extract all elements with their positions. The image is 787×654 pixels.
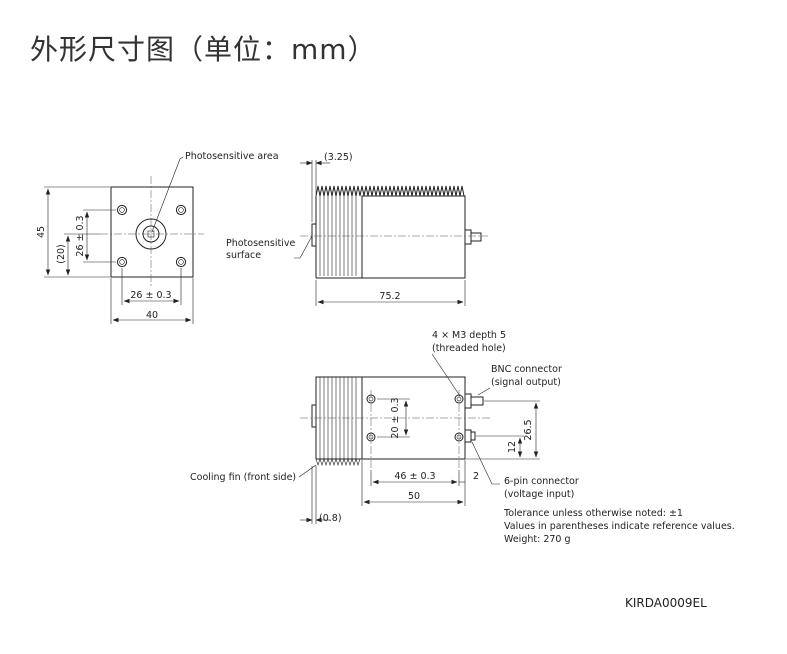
dim-pitch-h-46: 46 ± 0.3	[394, 471, 435, 482]
side-bnc-connector	[464, 229, 472, 245]
note-weight: Weight: 270 g	[504, 534, 571, 545]
side-top-fins	[315, 185, 465, 197]
dim-pitch-h-26: 26 ± 0.3	[130, 290, 171, 301]
label-threaded-hole-2: (threaded hole)	[432, 343, 506, 354]
rear-view: 4 × M3 depth 5 (threaded hole) BNC conne…	[190, 330, 579, 524]
dim-fin-0-8: (0.8)	[319, 513, 342, 524]
label-6pin-1: 6-pin connector	[504, 476, 579, 487]
label-bnc-2: (signal output)	[491, 377, 561, 388]
note-tolerance: Tolerance unless otherwise noted: ±1	[503, 508, 683, 519]
label-threaded-hole-1: 4 × M3 depth 5	[432, 330, 506, 341]
dim-26-5: 26.5	[523, 419, 534, 440]
side-body-outline	[361, 195, 466, 279]
label-photosensitive-surface-2: surface	[226, 250, 261, 261]
label-photosensitive-surface-1: Photosensitive	[226, 238, 295, 249]
rear-6pin-connector	[464, 429, 476, 443]
label-bnc-1: BNC connector	[491, 364, 562, 375]
dim-2: 2	[473, 471, 479, 482]
dim-12: 12	[507, 441, 518, 453]
dim-offset-3-25: (3.25)	[324, 152, 353, 163]
label-photosensitive-area: Photosensitive area	[185, 151, 279, 162]
note-reference: Values in parentheses indicate reference…	[504, 521, 735, 532]
notes: Tolerance unless otherwise noted: ±1 Val…	[503, 508, 735, 545]
front-view: Photosensitive area 45 (20) 26 ± 0.3 26 …	[36, 151, 279, 324]
dim-pitch-v-26: 26 ± 0.3	[75, 215, 86, 256]
mount-holes	[116, 204, 187, 268]
dim-height-45: 45	[36, 226, 47, 238]
drawing-code: KIRDA0009EL	[625, 596, 707, 610]
side-front-heatsink	[315, 196, 363, 279]
front-body-outline	[110, 186, 194, 278]
dim-length-75-2: 75.2	[379, 291, 400, 302]
photosensitive-window	[135, 218, 167, 250]
side-view: (3.25) Photosensitive surface 75.2	[226, 152, 488, 306]
dim-width-40: 40	[146, 310, 158, 321]
page-title: 外形尺寸图（单位：mm）	[30, 33, 377, 66]
dim-pitch-v-20: 20 ± 0.3	[390, 397, 401, 438]
rear-bnc-connector	[464, 393, 484, 409]
dim-50: 50	[408, 491, 420, 502]
dim-center-20: (20)	[56, 244, 67, 264]
label-6pin-2: (voltage input)	[504, 489, 574, 500]
label-cooling-fin: Cooling fin (front side)	[190, 472, 296, 483]
